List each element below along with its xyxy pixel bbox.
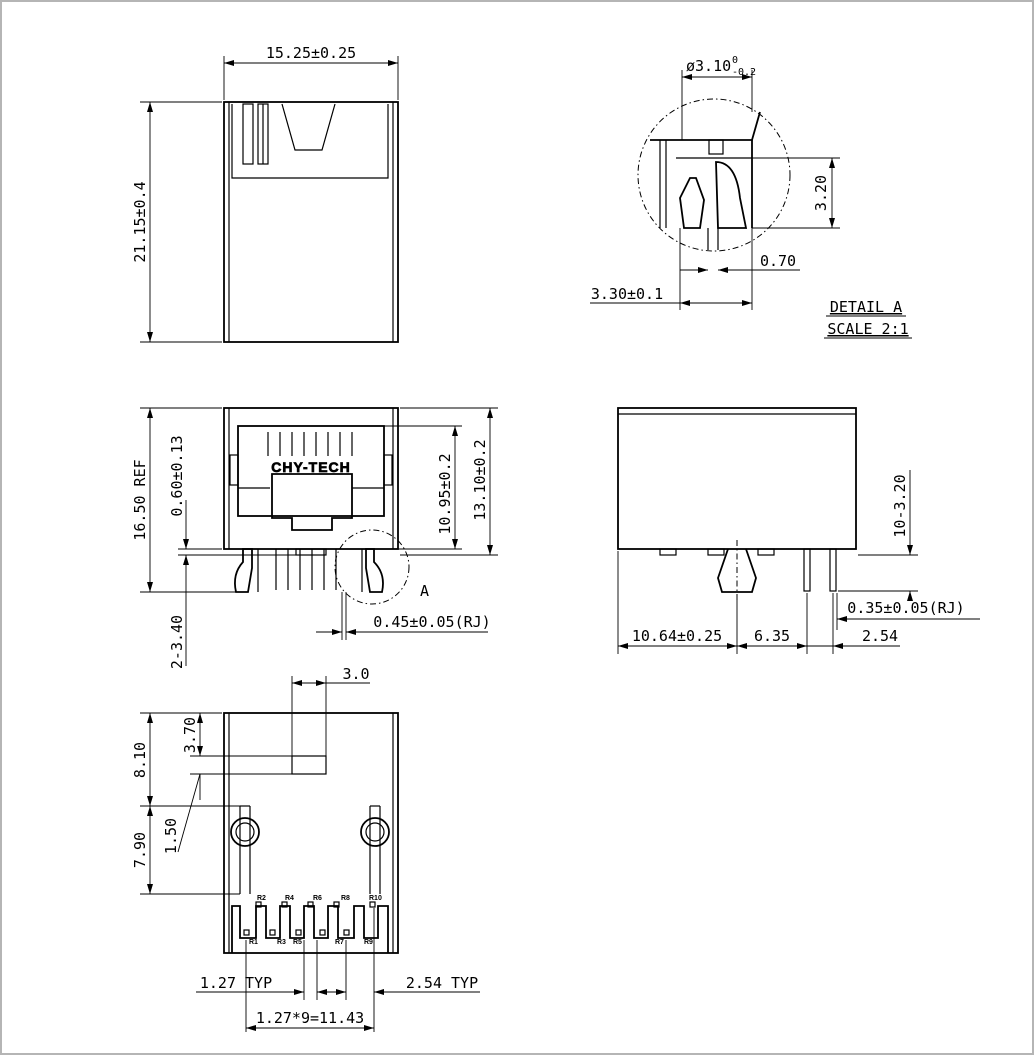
pin-label: R2 (257, 895, 266, 902)
top-width-dim: 15.25±0.25 (266, 44, 356, 62)
detail-hole-tol-lower: -0.2 (732, 67, 756, 78)
front-outer-height: 13.10±0.2 (471, 439, 489, 520)
pin-label: R7 (335, 939, 344, 946)
bottom-dim-810: 8.10 (131, 742, 149, 778)
pin-label: R10 (369, 895, 382, 902)
side-pin-width: 0.35±0.05(RJ) (847, 599, 964, 617)
bottom-dim-790: 7.90 (131, 832, 149, 868)
mounting-post-right (360, 805, 390, 894)
bottom-view: R2 R4 R6 R8 R10 R1 R3 R5 R7 R9 3.0 8.10 … (131, 665, 480, 1032)
mounting-post-left (230, 805, 260, 894)
pin-label: R6 (313, 895, 322, 902)
detail-a-view: ø3.10 0 -0.2 3.20 0.70 3.30±0.1 DETAIL A… (590, 55, 912, 339)
detail-hole-dim: ø3.10 (686, 57, 731, 75)
bottom-pitch-right: 2.54 TYP (406, 974, 478, 992)
bottom-dim-150: 1.50 (162, 818, 180, 854)
detail-title: DETAIL A (830, 298, 902, 316)
detail-hole-tol-upper: 0 (732, 55, 738, 66)
side-dim-c: 2.54 (862, 627, 898, 645)
top-height-dim: 21.15±0.4 (131, 181, 149, 262)
top-view: 15.25±0.25 21.15±0.4 (131, 44, 399, 343)
bottom-pitch-left: 1.27 TYP (200, 974, 272, 992)
pin-labels-bottom: R1 R3 R5 R7 R9 (249, 939, 373, 946)
pin-label: R3 (277, 939, 286, 946)
detail-a-label: A (420, 582, 429, 600)
pin-labels-top: R2 R4 R6 R8 R10 (257, 895, 382, 902)
front-ref-height: 16.50 REF (131, 459, 149, 540)
front-offset-dim: 0.60±0.13 (168, 435, 186, 516)
front-pin-width: 0.45±0.05(RJ) (373, 613, 490, 631)
detail-height-dim: 3.20 (812, 175, 830, 211)
detail-gap-dim: 0.70 (760, 252, 796, 270)
side-pin-length: 10-3.20 (891, 474, 909, 537)
bottom-dim-370: 3.70 (181, 717, 199, 753)
pin-label: R5 (293, 939, 302, 946)
front-pins (275, 549, 337, 590)
front-pin-length: 2-3.40 (168, 615, 186, 669)
pin-label: R9 (364, 939, 373, 946)
pin-markers (243, 901, 376, 936)
front-view: CHY-TECH A 16.50 REF 0.60±0.13 2-3.40 (131, 407, 498, 669)
side-dim-b: 6.35 (754, 627, 790, 645)
pin-label: R1 (249, 939, 258, 946)
contact-fingers (267, 432, 353, 456)
pin-label: R4 (285, 895, 294, 902)
side-dim-a: 10.64±0.25 (632, 627, 722, 645)
detail-width-dim: 3.30±0.1 (591, 285, 663, 303)
pin-label: R8 (341, 895, 350, 902)
brand-logo: CHY-TECH (271, 459, 351, 475)
detail-scale: SCALE 2:1 (827, 320, 908, 338)
bottom-slot-width: 3.0 (342, 665, 369, 683)
bottom-span: 1.27*9=11.43 (256, 1009, 364, 1027)
side-view: 10-3.20 0.35±0.05(RJ) 10.64±0.25 6.35 2.… (617, 407, 980, 654)
front-inner-height: 10.95±0.2 (436, 453, 454, 534)
